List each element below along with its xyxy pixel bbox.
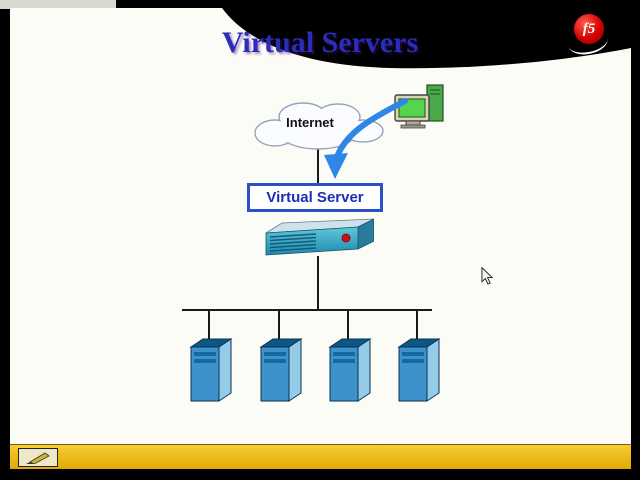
f5-logo-text: f5 <box>582 20 596 37</box>
annotation-tool-button[interactable] <box>18 448 58 467</box>
traffic-arrow-icon <box>324 98 408 179</box>
mouse-cursor-icon <box>481 267 494 285</box>
slide-swoosh-decoration <box>222 8 631 69</box>
pencil-icon <box>26 452 50 464</box>
network-bus-line <box>182 309 432 311</box>
virtual-server-box: Virtual Server <box>247 183 383 212</box>
connector-bus-to-server-2 <box>278 309 280 339</box>
connector-bus-to-server-1 <box>208 309 210 339</box>
f5-logo: f5 <box>574 14 604 44</box>
server-icon-1 <box>189 338 233 402</box>
slide-canvas: f5 Virtual Servers Internet <box>10 8 631 444</box>
server-icon-4 <box>397 338 441 402</box>
annotation-toolbar <box>10 444 631 469</box>
internet-cloud-icon <box>254 102 384 150</box>
frame-artifact <box>0 0 116 9</box>
server-icon-3 <box>328 338 372 402</box>
connector-bus-to-server-4 <box>416 309 418 339</box>
bigip-appliance-icon <box>265 218 374 256</box>
server-icon-2 <box>259 338 303 402</box>
page-title: Virtual Servers <box>221 26 419 59</box>
connector-appliance-to-bus <box>317 256 319 310</box>
internet-label: Internet <box>286 115 334 130</box>
connector-cloud-to-virtual-server <box>317 148 319 184</box>
virtual-server-label: Virtual Server <box>266 189 364 206</box>
connector-bus-to-server-3 <box>347 309 349 339</box>
